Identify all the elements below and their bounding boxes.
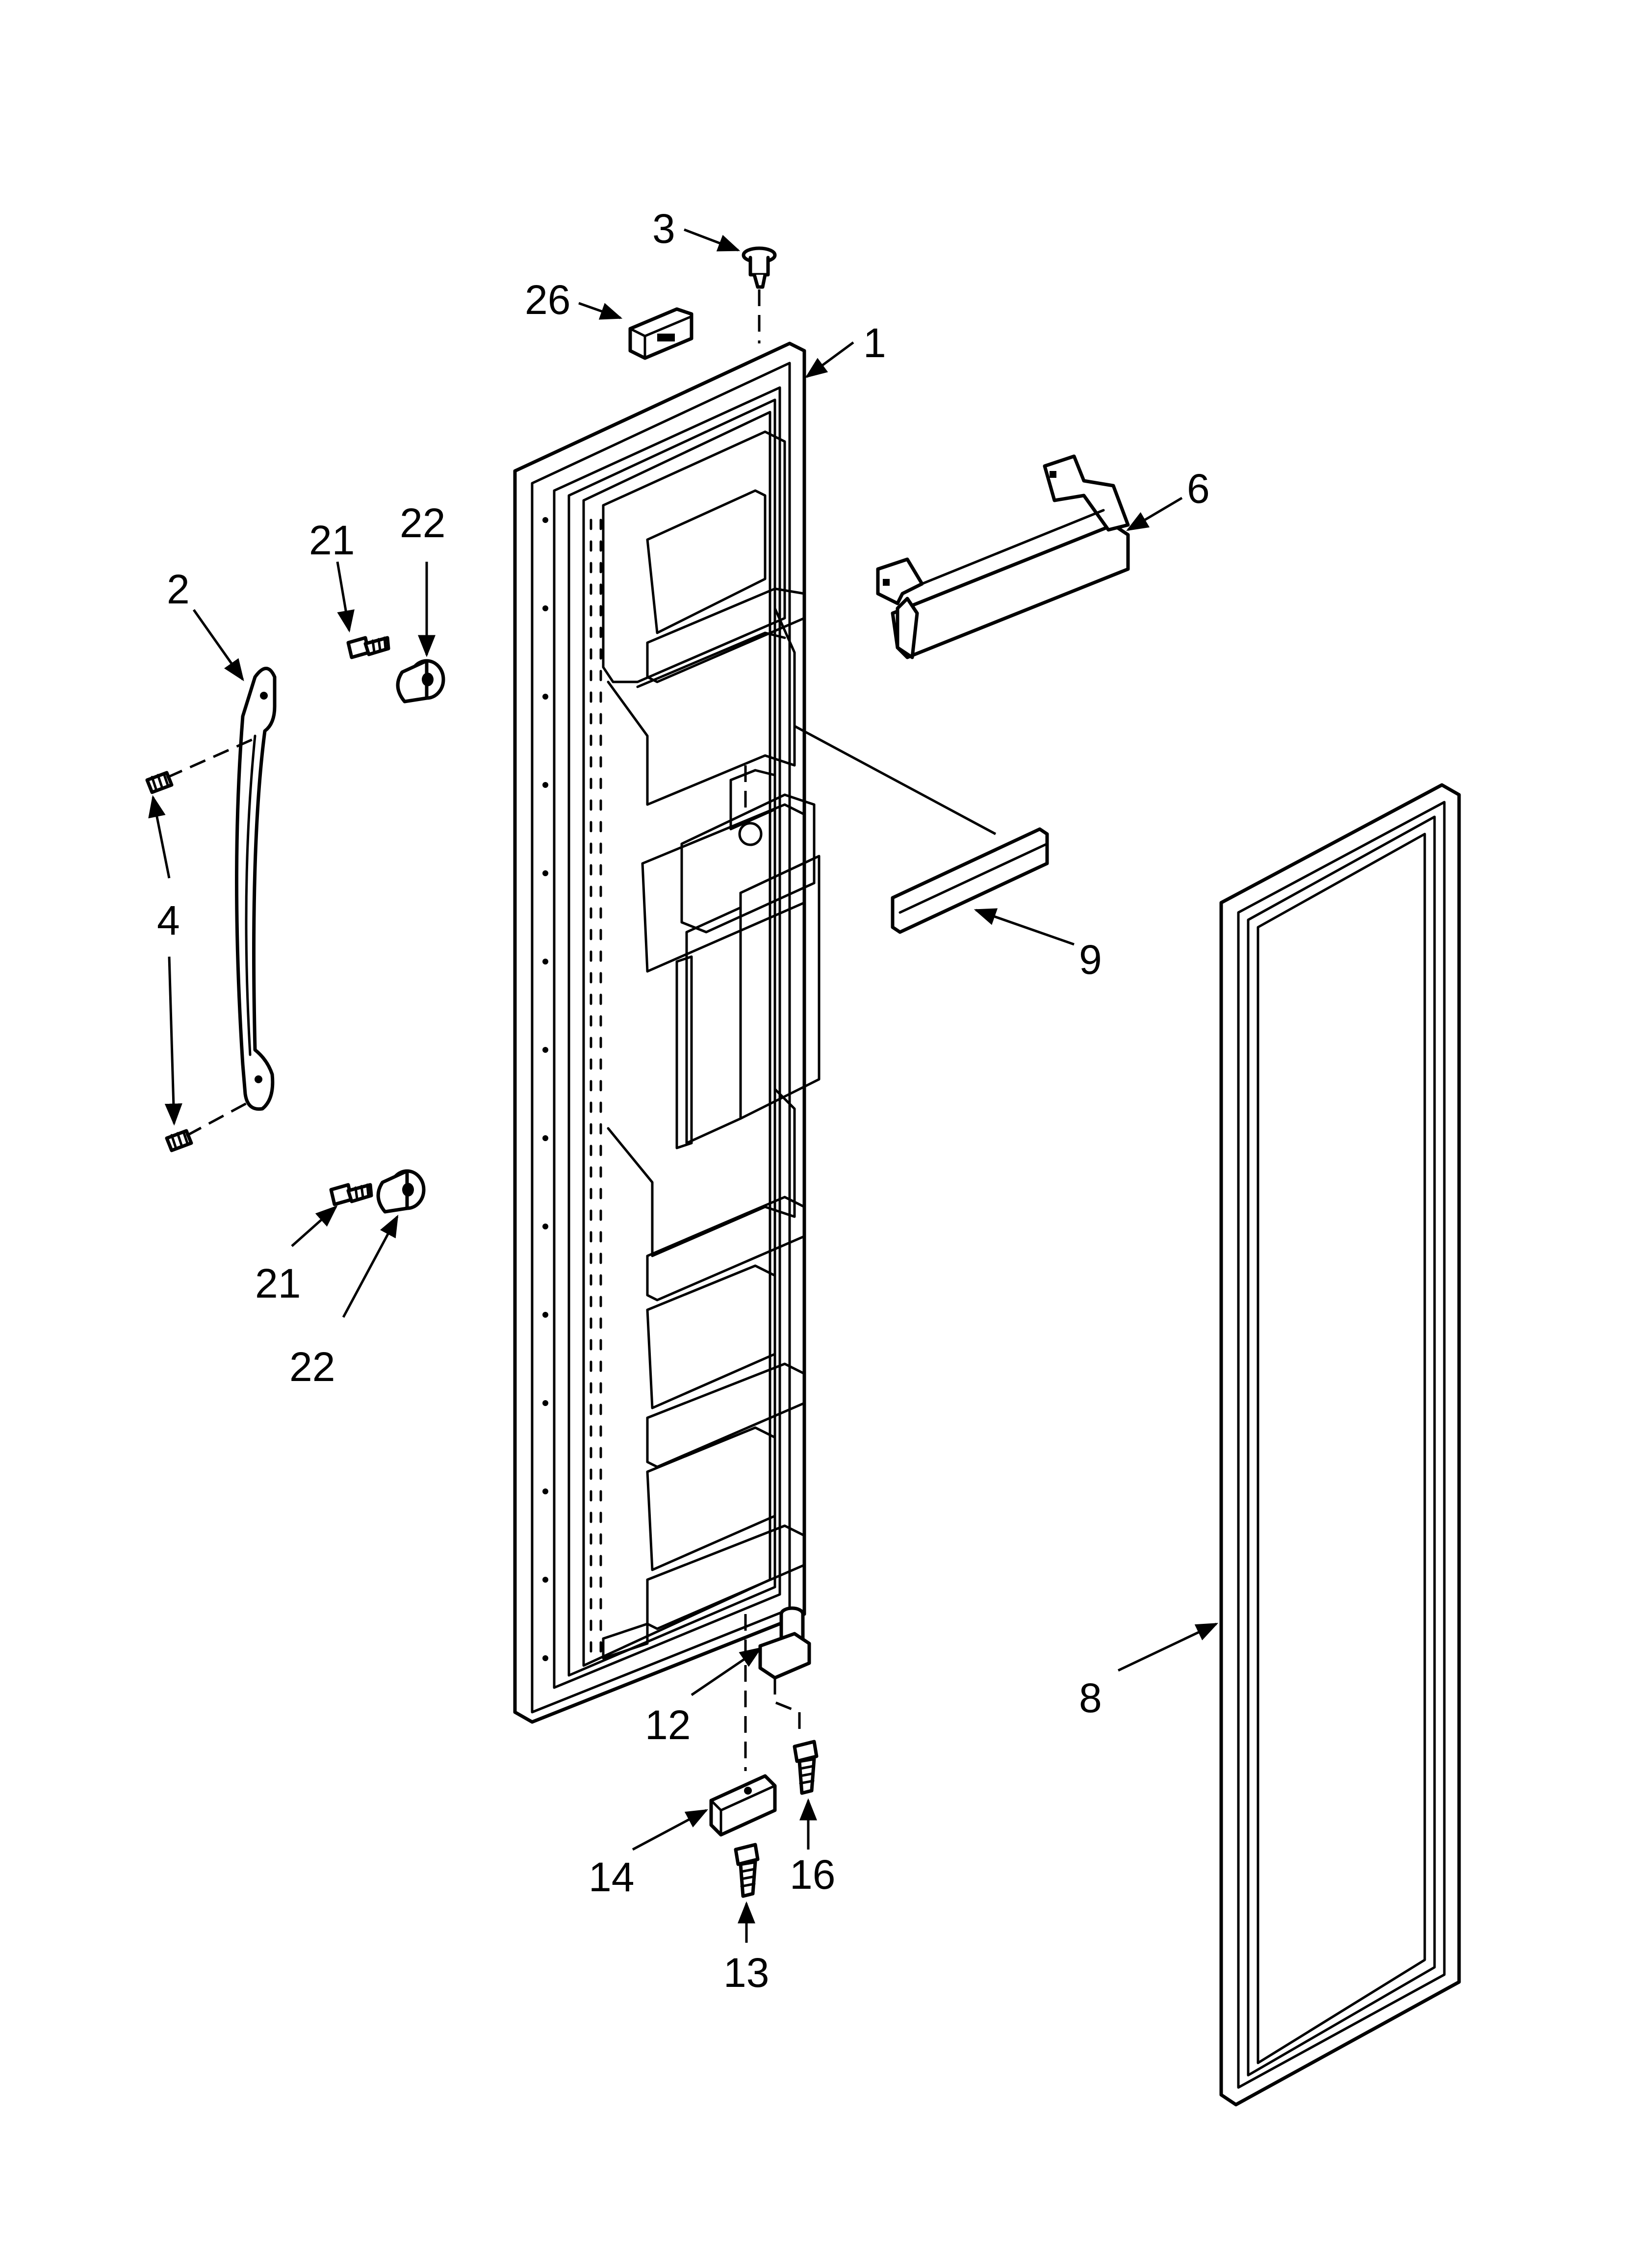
handle-screw-bottom — [165, 1129, 193, 1152]
callout-16: 16 — [790, 1851, 835, 1898]
callout-2: 2 — [167, 566, 190, 612]
callout-22-top: 22 — [400, 500, 445, 546]
door-edge-holes — [542, 517, 548, 1661]
callout-21-top: 21 — [309, 517, 355, 563]
assembly-lines — [166, 289, 997, 1771]
callout-13: 13 — [723, 1950, 769, 1996]
callout-6: 6 — [1187, 466, 1210, 512]
door-bin — [876, 454, 1130, 659]
trim-strip — [891, 827, 1049, 934]
callout-9: 9 — [1079, 937, 1102, 983]
callout-1: 1 — [863, 320, 886, 366]
callout-26: 26 — [525, 277, 570, 323]
callout-21-bottom: 21 — [255, 1260, 301, 1306]
callout-14: 14 — [589, 1854, 634, 1900]
screw-13 — [734, 1843, 760, 1898]
screw-21-top — [346, 636, 390, 659]
door-gasket — [1219, 783, 1461, 2107]
door-assembly — [513, 341, 821, 1724]
leader-arrows — [148, 228, 1219, 1943]
lower-hinge — [758, 1606, 811, 1680]
callout-22-bottom: 22 — [289, 1344, 335, 1390]
door-handle — [235, 667, 277, 1111]
spacer-22-top — [396, 659, 445, 704]
callout-labels: 3 26 1 6 9 8 12 14 16 13 2 4 21 22 21 22 — [157, 206, 1210, 1996]
hinge-bracket — [709, 1774, 777, 1837]
handle-screw-top — [145, 771, 174, 794]
callout-8: 8 — [1079, 1675, 1102, 1721]
screw-16 — [793, 1740, 819, 1795]
hinge-cover — [628, 307, 693, 360]
screw-21-bottom — [329, 1183, 373, 1206]
callout-4: 4 — [157, 897, 180, 943]
callout-12: 12 — [645, 1702, 691, 1748]
callout-3: 3 — [652, 206, 675, 252]
hinge-pin — [742, 246, 777, 289]
spacer-22-bottom — [376, 1169, 426, 1214]
